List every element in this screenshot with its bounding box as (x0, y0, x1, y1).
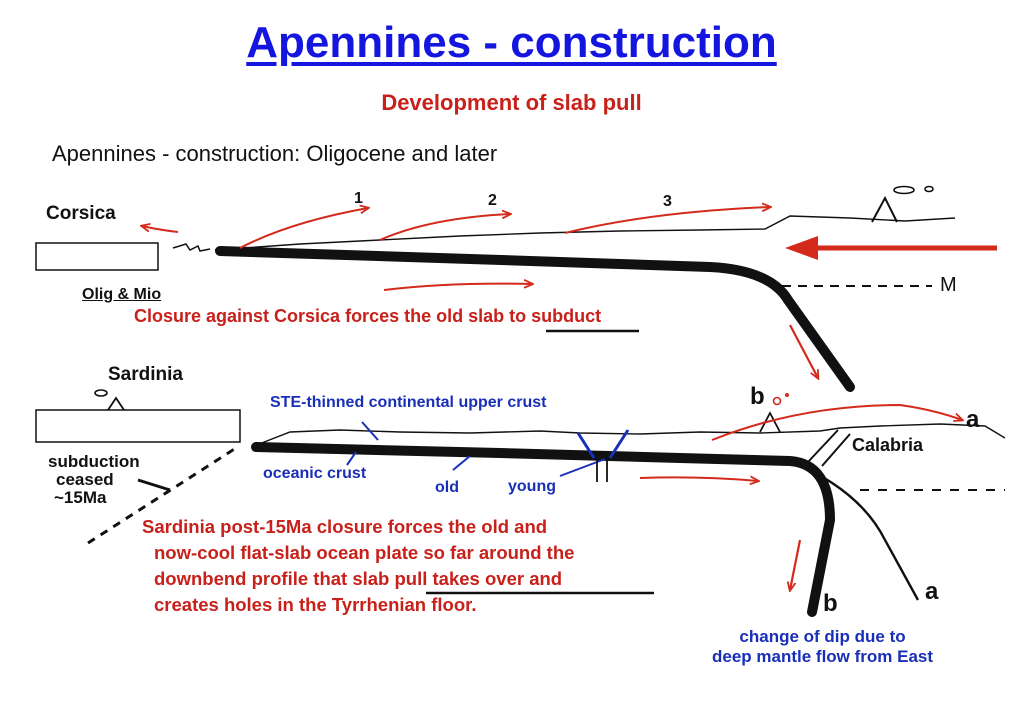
ridge-marker-left (576, 432, 596, 459)
ste-crust-pointer (361, 421, 379, 441)
oceanic-crust-label: oceanic crust (263, 465, 367, 482)
page-subtitle: Development of slab pull (381, 90, 642, 115)
slab-motion-arrow-bottom (639, 477, 758, 481)
sardinia-plume-icon (94, 389, 108, 397)
upper-crust-line-top (214, 215, 956, 251)
corsica-margin-zigzag (172, 243, 211, 252)
slab-sink-arrow (790, 539, 802, 590)
step-2-label: 2 (488, 192, 497, 209)
calabria-bracket-left (807, 429, 839, 463)
page-title: Apennines - construction (246, 18, 777, 67)
east-push-arrow-head (785, 236, 818, 260)
bottom-caption: Sardinia post-15Ma closure forces the ol… (142, 516, 575, 615)
old-pointer (452, 455, 471, 471)
calabria-bracket-right (821, 433, 851, 467)
step-1-label: 1 (354, 190, 363, 207)
volcano-vent-dot-small (785, 393, 789, 397)
ridge-marker-right (608, 429, 630, 459)
age-label: Olig & Mio (82, 286, 162, 303)
thrust-arrow-2 (379, 214, 510, 241)
thrust-arrow-calabria (711, 403, 962, 441)
ste-crust-label: STE-thinned continental upper crust (270, 394, 547, 411)
sardinia-volcano-icon (107, 396, 125, 411)
volcano-icon-top (871, 195, 898, 223)
step-3-label: 3 (663, 193, 672, 210)
volcano-plume-dot (924, 185, 934, 193)
marker-m-label: M (940, 274, 957, 296)
label-a-bottom: a (925, 578, 939, 605)
sardinia-label: Sardinia (108, 364, 183, 385)
sardinia-block (35, 409, 241, 443)
label-a-top: a (966, 406, 980, 433)
slab-profile-a (789, 459, 920, 601)
volcano-plume-icon (893, 185, 915, 195)
figure-title: Apennines - construction: Oligocene and … (52, 141, 498, 166)
thrust-arrow-1 (239, 208, 368, 249)
calabria-label: Calabria (852, 435, 924, 455)
volcano-vent-dot (772, 396, 782, 406)
oceanic-crust-pointer (346, 451, 357, 466)
corsica-label: Corsica (46, 203, 116, 224)
thrust-arrow-corsica (142, 226, 179, 233)
corsica-block (35, 242, 159, 271)
subduction-ceased-label: subduction ceased ~15Ma (48, 452, 140, 507)
top-caption: Closure against Corsica forces the old s… (134, 306, 602, 326)
young-label: young (508, 478, 556, 495)
slab-motion-arrow (383, 284, 532, 291)
young-pointer (559, 458, 606, 477)
old-label: old (435, 479, 459, 496)
subduct-arrow (789, 324, 818, 378)
subduction-ceased-pointer (137, 478, 171, 492)
label-b-top: b (750, 383, 765, 410)
label-b-bottom: b (823, 590, 838, 617)
dip-change-note: change of dip due to deep mantle flow fr… (712, 627, 934, 666)
thrust-arrow-3 (564, 207, 770, 234)
volcano-icon-bottom (759, 411, 781, 433)
old-slab-top (215, 246, 855, 392)
